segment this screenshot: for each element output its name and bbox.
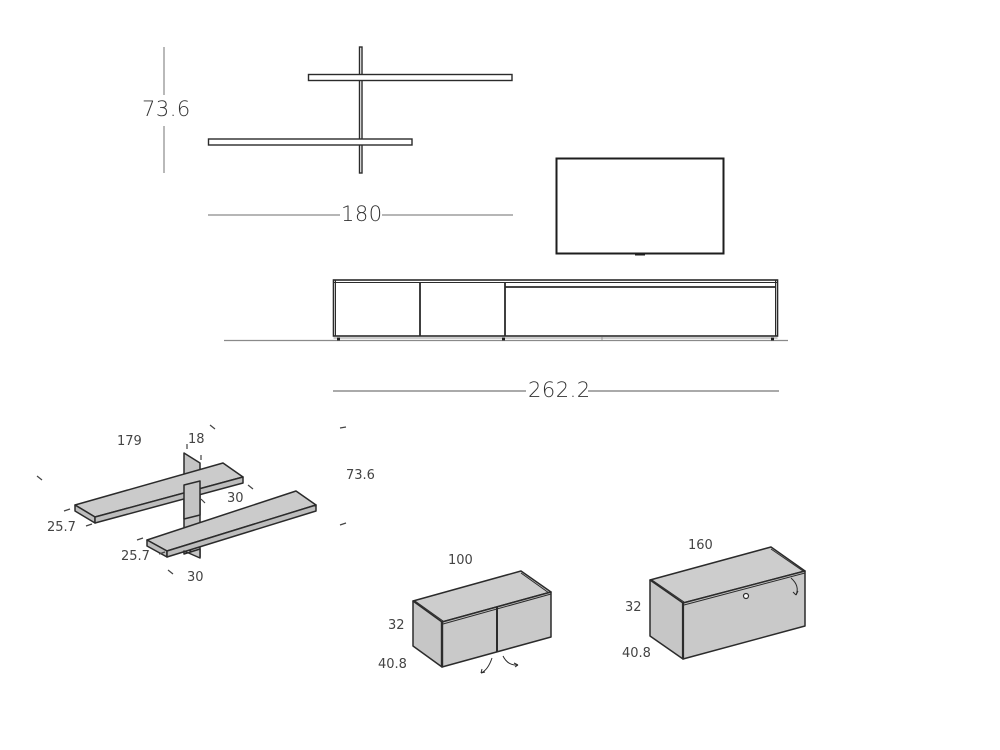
tv-cabinet-front-view: [332, 279, 779, 341]
large-cabinet-depth-label: 40.8: [622, 646, 651, 661]
wall-shelf-isometric: [74, 452, 317, 559]
shelf-length-label: 179: [117, 434, 142, 449]
cabinet-small-isometric: [412, 570, 552, 674]
upper-shelf-depth-label: 30: [227, 491, 244, 506]
upright-thickness-label: 18: [188, 432, 205, 447]
small-cabinet-depth-label: 40.8: [378, 657, 407, 672]
small-cabinet-width-label: 100: [448, 553, 473, 568]
lower-shelf-thickness-label: 25.7: [121, 549, 150, 564]
small-cabinet-height-label: 32: [388, 618, 405, 633]
large-cabinet-height-label: 32: [625, 600, 642, 615]
cabinet-width-label: 262.2: [528, 378, 591, 402]
shelf-height-label: 73.6: [140, 97, 193, 121]
shelf-width-label: 180: [341, 202, 383, 226]
lower-shelf-depth-label: 30: [187, 570, 204, 585]
tv-screen: [555, 157, 725, 256]
upper-shelf-thickness-label: 25.7: [47, 520, 76, 535]
shelf-total-height-label: 73.6: [346, 468, 375, 483]
shelf-iso-ticks: [36, 424, 347, 575]
large-cabinet-width-label: 160: [688, 538, 713, 553]
cabinet-large-isometric: [649, 546, 806, 660]
wall-shelf-front-view: [207, 46, 513, 174]
